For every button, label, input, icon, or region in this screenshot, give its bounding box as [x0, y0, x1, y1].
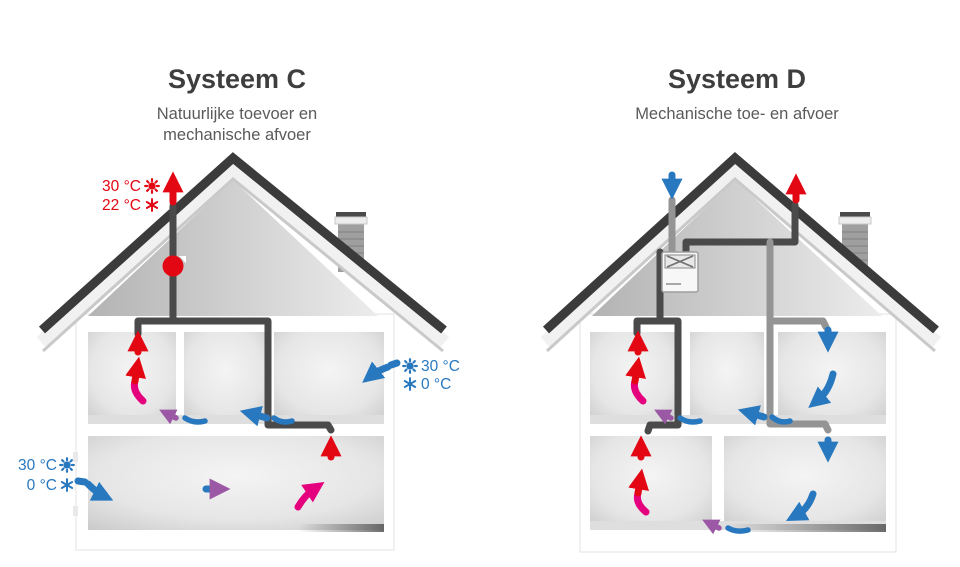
heat-recovery-unit — [661, 251, 699, 293]
transfer-arrow — [239, 406, 271, 427]
exhaust-ducts — [134, 202, 335, 434]
underdoor-flow-head — [702, 519, 722, 535]
chimney-cap — [838, 216, 872, 225]
roof-exhaust-temp-label: 30 °C 22 °C — [102, 178, 160, 214]
summer-temp: 30 °C — [421, 358, 460, 375]
roof — [540, 151, 942, 353]
winter-temp: 0 °C — [27, 477, 57, 494]
chimney-cap-top — [840, 212, 870, 217]
exhaust-arrow — [628, 468, 649, 497]
underdoor-flow — [271, 415, 295, 425]
system-d-title: Systeem D — [668, 64, 806, 94]
sun-icon — [59, 457, 75, 473]
chimney-cap — [334, 216, 368, 225]
labels: Systeem C Natuurlijke toevoer en mechani… — [18, 64, 839, 494]
roof — [36, 152, 450, 353]
inlet-dash — [74, 477, 89, 486]
airflow-arrows — [74, 171, 401, 511]
facade-inlet-ground-label: 30 °C 0 °C — [18, 457, 75, 494]
fan-detail — [179, 256, 186, 263]
extraction-duct — [134, 317, 335, 434]
attic-space — [88, 180, 378, 316]
supply-duct — [766, 238, 832, 434]
exhaust-arrow — [625, 356, 646, 385]
extraction-fan — [162, 255, 184, 277]
underdoor-flow — [677, 415, 703, 425]
door-gap-strip-upper — [590, 415, 886, 424]
room-upper-middle — [184, 332, 266, 424]
underdoor-flow — [725, 525, 751, 534]
system-d-house — [540, 151, 942, 553]
facade-inlet-arrow — [362, 361, 392, 383]
snowflake-icon — [403, 377, 417, 391]
facade-inlet-arrow — [84, 480, 114, 501]
floor-shadow — [724, 524, 886, 532]
inlet-dash — [387, 359, 401, 369]
wall-vent — [73, 452, 78, 462]
system-c-title: Systeem C — [168, 64, 306, 94]
extraction-duct — [633, 317, 682, 435]
airflow-arrows — [625, 171, 839, 535]
snowflake-icon — [60, 478, 74, 492]
room-ground — [88, 436, 384, 530]
supply-spread-arrow — [808, 370, 837, 408]
floor-shadow — [298, 524, 384, 532]
underdoor-flow — [769, 414, 793, 425]
supply-spread-arrow — [785, 490, 817, 522]
wall-vent — [73, 506, 78, 516]
system-c-house — [36, 152, 450, 551]
underdoor-flow-head — [654, 409, 674, 425]
summer-temp: 30 °C — [18, 457, 57, 474]
system-c-subtitle-2: mechanische afvoer — [163, 126, 311, 144]
room-ground-left — [590, 436, 712, 530]
door-gap-strip-upper — [88, 415, 384, 424]
facade-inlet-upper-label: 30 °C 0 °C — [402, 358, 460, 393]
sun-icon — [144, 178, 160, 194]
underdoor-flow-head — [159, 409, 179, 425]
room-upper-right — [274, 332, 384, 424]
system-c-subtitle-1: Natuurlijke toevoer en — [157, 105, 318, 123]
supply-branch-duct — [766, 317, 830, 331]
roof-exhaust-duct — [682, 201, 799, 256]
summer-temp: 30 °C — [102, 178, 141, 195]
system-d-subtitle: Mechanische toe- en afvoer — [635, 105, 839, 123]
winter-temp: 22 °C — [102, 197, 141, 214]
winter-temp: 0 °C — [421, 376, 451, 393]
room-ground-right — [724, 436, 886, 530]
warm-rise-arrow — [294, 482, 325, 511]
exhaust-arrow — [125, 356, 146, 385]
underdoor-flow — [182, 415, 208, 425]
sun-icon — [402, 358, 418, 374]
snowflake-icon — [145, 198, 159, 212]
chimney-cap-top — [336, 212, 366, 217]
ducts — [633, 196, 832, 435]
transfer-arrow — [737, 405, 768, 426]
rooms — [73, 332, 384, 532]
